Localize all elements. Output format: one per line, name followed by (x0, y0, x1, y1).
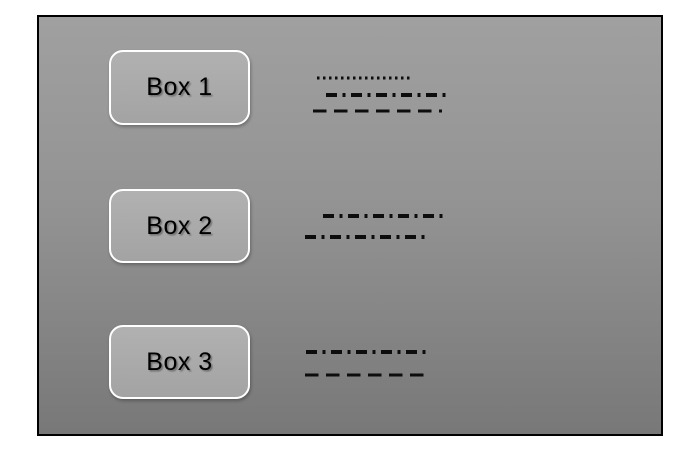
box-1: Box 1 (109, 50, 250, 125)
box-2-line-dash-dot-2 (305, 235, 430, 239)
box-1-line-dashed (313, 109, 442, 113)
box-3-line-dashed (305, 373, 427, 377)
box-2-line-dash-dot-1 (323, 214, 446, 218)
box-2: Box 2 (109, 189, 250, 263)
box-3-label: Box 3 (146, 347, 213, 376)
box-1-line-dotted (317, 76, 413, 80)
box-2-label: Box 2 (146, 211, 213, 240)
box-3-line-dash-dot (306, 350, 428, 354)
box-3: Box 3 (109, 325, 250, 399)
box-1-label: Box 1 (146, 73, 213, 101)
figure-canvas: Box 1 Box 2 Box 3 (37, 15, 663, 436)
box-1-line-dash-dot (326, 93, 450, 97)
